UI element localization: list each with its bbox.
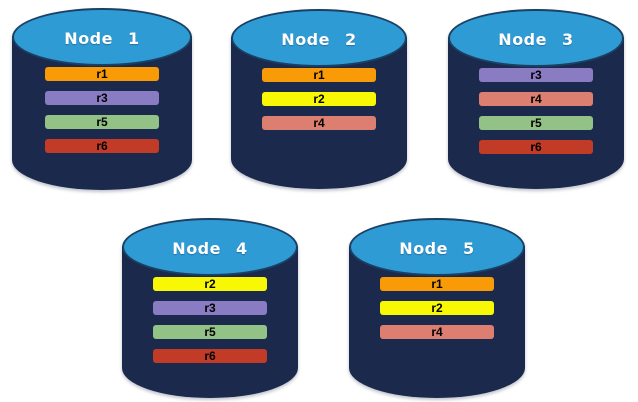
- replica-bar: r5: [153, 325, 267, 339]
- replica-bar: r5: [479, 116, 593, 130]
- replica-bar: r6: [45, 139, 159, 153]
- replica-bar: r2: [380, 301, 494, 315]
- replica-bar: r5: [45, 115, 159, 129]
- replica-list: r2 r3 r5 r6: [153, 277, 267, 363]
- replica-bar: r1: [45, 67, 159, 81]
- node-label: Node 5: [399, 238, 475, 258]
- node-label: Node 3: [498, 29, 574, 49]
- replica-list: r1 r3 r5 r6: [45, 67, 159, 153]
- replica-label: r2: [431, 301, 443, 315]
- node-1-cylinder: Node 1 r1 r3 r5 r6: [12, 8, 192, 190]
- replica-label: r6: [204, 349, 216, 363]
- replica-label: r3: [530, 68, 542, 82]
- replica-label: r1: [313, 68, 325, 82]
- replica-label: r1: [96, 67, 108, 81]
- replica-label: r3: [96, 91, 108, 105]
- node-label: Node 2: [281, 29, 357, 49]
- replica-list: r1 r2 r4: [380, 277, 494, 339]
- cylinder-top-ellipse: Node 1: [12, 8, 192, 66]
- replica-bar: r2: [153, 277, 267, 291]
- replica-label: r4: [431, 325, 443, 339]
- node-2-cylinder: Node 2 r1 r2 r4: [231, 9, 407, 189]
- replica-bar: r3: [153, 301, 267, 315]
- replica-label: r3: [204, 301, 216, 315]
- node-5-cylinder: Node 5 r1 r2 r4: [349, 218, 525, 398]
- replica-label: r4: [313, 116, 325, 130]
- replica-label: r2: [313, 92, 325, 106]
- replica-bar: r6: [479, 140, 593, 154]
- replica-label: r5: [530, 116, 542, 130]
- replica-list: r3 r4 r5 r6: [479, 68, 593, 154]
- replica-bar: r6: [153, 349, 267, 363]
- cylinder-top-ellipse: Node 5: [349, 218, 525, 276]
- replica-label: r4: [530, 92, 542, 106]
- replica-bar: r4: [380, 325, 494, 339]
- cylinder-top-ellipse: Node 3: [448, 9, 624, 67]
- node-label: Node 1: [64, 28, 140, 48]
- replica-bar: r4: [479, 92, 593, 106]
- replica-label: r6: [96, 139, 108, 153]
- node-label: Node 4: [172, 238, 248, 258]
- replica-label: r1: [431, 277, 443, 291]
- node-4-cylinder: Node 4 r2 r3 r5 r6: [122, 218, 298, 398]
- replica-bar: r1: [262, 68, 376, 82]
- replica-label: r2: [204, 277, 216, 291]
- replica-bar: r1: [380, 277, 494, 291]
- replica-label: r6: [530, 140, 542, 154]
- replica-label: r5: [96, 115, 108, 129]
- replica-label: r5: [204, 325, 216, 339]
- replica-bar: r2: [262, 92, 376, 106]
- cylinder-top-ellipse: Node 2: [231, 9, 407, 67]
- cylinder-top-ellipse: Node 4: [122, 218, 298, 276]
- replica-bar: r3: [45, 91, 159, 105]
- replica-list: r1 r2 r4: [262, 68, 376, 130]
- replica-bar: r4: [262, 116, 376, 130]
- node-3-cylinder: Node 3 r3 r4 r5 r6: [448, 9, 624, 189]
- replica-bar: r3: [479, 68, 593, 82]
